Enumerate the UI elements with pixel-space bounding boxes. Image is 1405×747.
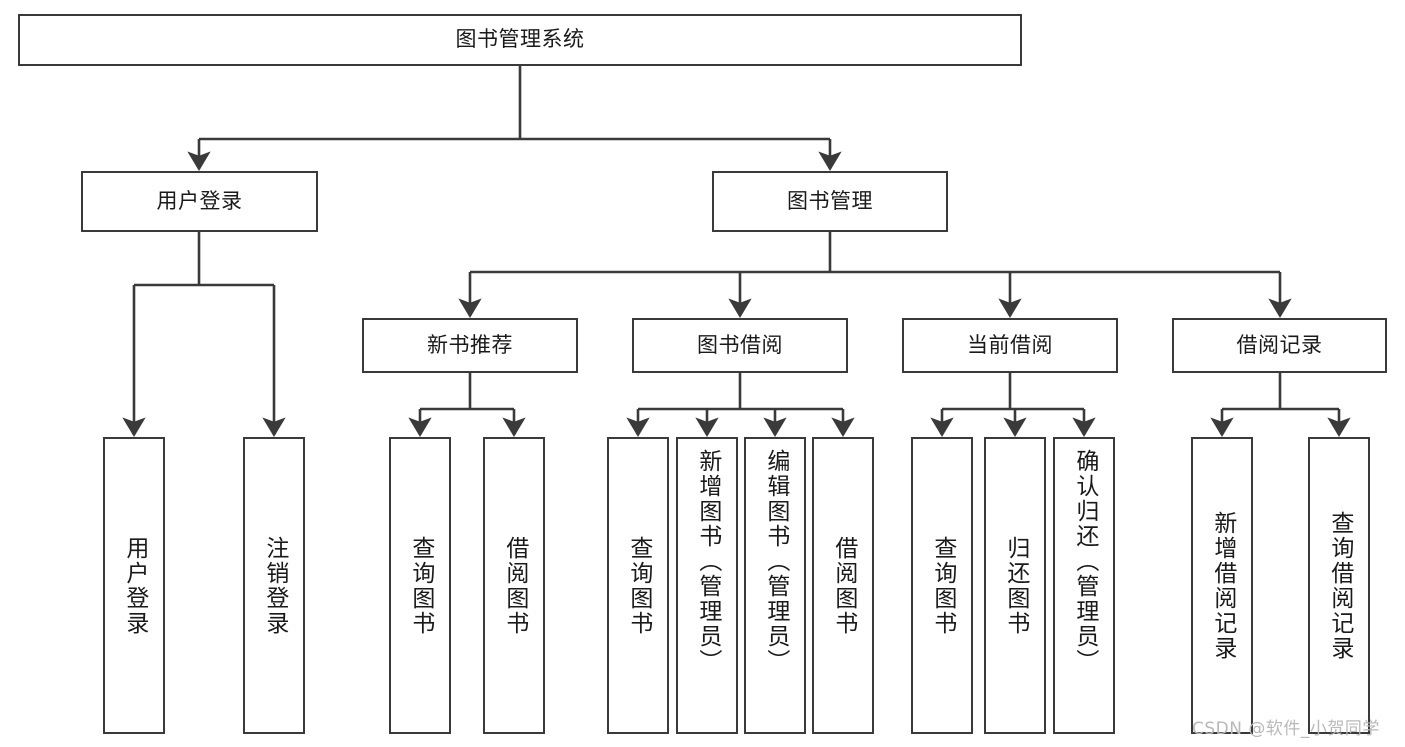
csdn-watermark: CSDN @软件_小贺同学 (1192, 719, 1380, 739)
node-user-login-label: 用户登录 (156, 188, 243, 213)
node-leaf-query-book-rec[interactable]: 查询图书 (389, 437, 451, 734)
node-leaf-add-borrow-record[interactable]: 新增借阅记录 (1191, 437, 1253, 734)
node-leaf-user-login[interactable]: 用户登录 (103, 437, 165, 734)
node-leaf-borrow-book-rec[interactable]: 借阅图书 (483, 437, 545, 734)
node-leaf-edit-book-admin-label: 编辑图书（管理员） (762, 449, 789, 674)
node-leaf-query-borrow-record-label: 查询借阅记录 (1326, 510, 1353, 661)
node-book-management-label: 图书管理 (787, 188, 873, 213)
node-leaf-return-book[interactable]: 归还图书 (984, 437, 1046, 734)
node-leaf-borrow-book-label: 借阅图书 (830, 535, 857, 636)
node-leaf-user-login-label: 用户登录 (121, 535, 148, 636)
node-leaf-edit-book-admin[interactable]: 编辑图书（管理员） (744, 437, 806, 734)
node-leaf-borrow-book-rec-label: 借阅图书 (501, 535, 528, 636)
node-book-borrow[interactable]: 图书借阅 (632, 318, 848, 373)
node-leaf-add-book-admin-label: 新增图书（管理员） (694, 449, 721, 674)
node-leaf-confirm-return-admin-label: 确认归还（管理员） (1071, 449, 1098, 674)
node-leaf-query-book-current-label: 查询图书 (929, 535, 956, 636)
node-leaf-add-book-admin[interactable]: 新增图书（管理员） (676, 437, 738, 734)
node-leaf-query-book-borrow[interactable]: 查询图书 (607, 437, 669, 734)
node-current-borrow[interactable]: 当前借阅 (902, 318, 1118, 373)
node-current-borrow-label: 当前借阅 (967, 332, 1053, 357)
node-new-book-recommend-label: 新书推荐 (427, 332, 513, 357)
node-book-management[interactable]: 图书管理 (712, 171, 948, 232)
node-borrow-record-label: 借阅记录 (1236, 332, 1323, 357)
node-leaf-query-borrow-record[interactable]: 查询借阅记录 (1308, 437, 1370, 734)
node-leaf-borrow-book[interactable]: 借阅图书 (812, 437, 874, 734)
node-root-label: 图书管理系统 (455, 27, 585, 52)
node-leaf-query-book-rec-label: 查询图书 (407, 535, 434, 636)
node-leaf-return-book-label: 归还图书 (1002, 535, 1029, 636)
node-new-book-recommend[interactable]: 新书推荐 (362, 318, 578, 373)
node-leaf-logout-login[interactable]: 注销登录 (243, 437, 305, 734)
node-leaf-add-borrow-record-label: 新增借阅记录 (1209, 510, 1236, 661)
node-root[interactable]: 图书管理系统 (18, 14, 1022, 66)
node-leaf-query-book-borrow-label: 查询图书 (625, 535, 652, 636)
node-leaf-logout-login-label: 注销登录 (261, 535, 288, 636)
node-book-borrow-label: 图书借阅 (697, 332, 783, 357)
node-leaf-query-book-current[interactable]: 查询图书 (911, 437, 973, 734)
node-borrow-record[interactable]: 借阅记录 (1172, 318, 1387, 373)
node-leaf-confirm-return-admin[interactable]: 确认归还（管理员） (1053, 437, 1115, 734)
node-user-login[interactable]: 用户登录 (81, 171, 318, 232)
